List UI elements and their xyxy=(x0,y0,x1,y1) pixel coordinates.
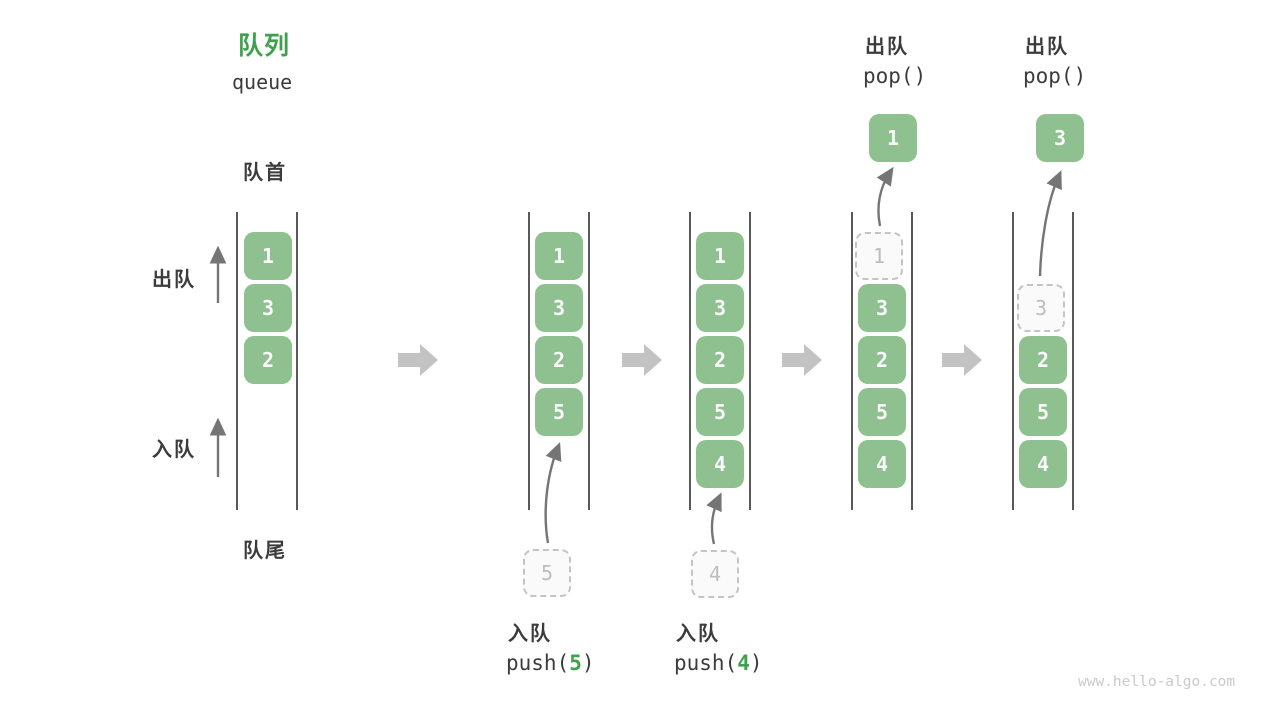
queue-item: 2 xyxy=(696,336,744,384)
stage-transition-arrow-icon xyxy=(398,344,438,376)
popped-item-ghost: 1 xyxy=(855,232,903,280)
label-pop-op-2-code: pop() xyxy=(1023,64,1087,88)
push4-code-arg: 4 xyxy=(737,651,750,675)
stage-transition-arrow-icon xyxy=(622,344,662,376)
queue-item: 4 xyxy=(1019,440,1067,488)
label-push4-op-code: push(4) xyxy=(674,651,763,675)
label-enqueue-direction: 入队 xyxy=(152,439,196,461)
popped-item-ghost: 3 xyxy=(1017,284,1065,332)
push5-code-pre: push( xyxy=(506,651,570,675)
label-dequeue-direction: 出队 xyxy=(152,269,196,291)
queue-item: 2 xyxy=(535,336,583,384)
queue-item: 5 xyxy=(1019,388,1067,436)
push5-code-post: ) xyxy=(581,651,595,675)
queue-item: 2 xyxy=(858,336,906,384)
queue-item: 5 xyxy=(858,388,906,436)
label-queue-front: 队首 xyxy=(243,162,287,184)
stage-transition-arrow-icon xyxy=(942,344,982,376)
popped-item: 3 xyxy=(1036,114,1084,162)
queue-item: 4 xyxy=(858,440,906,488)
queue-item: 3 xyxy=(696,284,744,332)
push5-code-arg: 5 xyxy=(569,651,582,675)
queue-item: 2 xyxy=(1019,336,1067,384)
queue-item: 3 xyxy=(858,284,906,332)
queue-rails-stage-4 xyxy=(851,212,913,510)
queue-item: 2 xyxy=(244,336,292,384)
queue-rails-stage-2 xyxy=(528,212,590,510)
label-pop-op-1-code: pop() xyxy=(863,64,927,88)
queue-item: 5 xyxy=(696,388,744,436)
queue-item: 3 xyxy=(535,284,583,332)
label-push5-op-code: push(5) xyxy=(506,651,595,675)
diagram-title-zh: 队列 xyxy=(238,32,291,60)
label-push5-op-zh: 入队 xyxy=(508,623,552,645)
diagram-title-en: queue xyxy=(232,70,293,94)
queue-item: 5 xyxy=(535,388,583,436)
watermark: www.hello-algo.com xyxy=(1078,674,1236,690)
queue-item: 1 xyxy=(696,232,744,280)
label-pop-op-2-zh: 出队 xyxy=(1025,36,1069,58)
queue-item: 4 xyxy=(696,440,744,488)
push4-code-post: ) xyxy=(749,651,763,675)
label-pop-op-1-zh: 出队 xyxy=(865,36,909,58)
queue-rails-stage-5 xyxy=(1012,212,1074,510)
incoming-item-ghost: 4 xyxy=(691,550,739,598)
queue-rails-stage-1 xyxy=(236,212,298,510)
queue-item: 1 xyxy=(535,232,583,280)
stage-transition-arrow-icon xyxy=(782,344,822,376)
queue-rails-stage-3 xyxy=(689,212,751,510)
label-queue-rear: 队尾 xyxy=(243,540,287,562)
popped-item: 1 xyxy=(869,114,917,162)
label-push4-op-zh: 入队 xyxy=(676,623,720,645)
push4-code-pre: push( xyxy=(674,651,738,675)
incoming-item-ghost: 5 xyxy=(523,549,571,597)
queue-item: 1 xyxy=(244,232,292,280)
queue-item: 3 xyxy=(244,284,292,332)
